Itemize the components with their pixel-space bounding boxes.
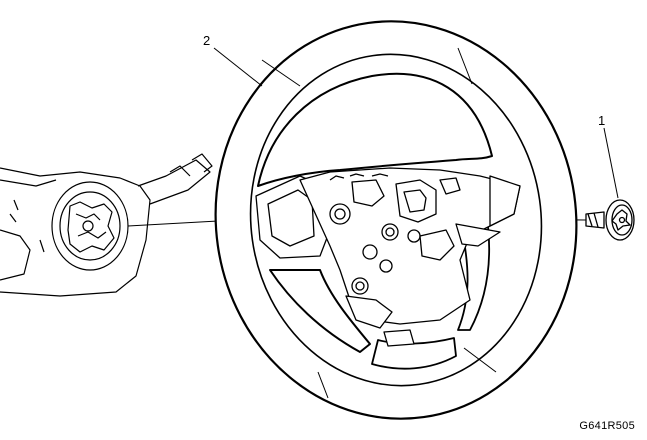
callout-steering-wheel: 2	[203, 33, 211, 48]
figure-code: G641R505	[579, 420, 635, 432]
callout-steering-wheel-bolt: 1	[598, 113, 606, 128]
callout-leaders	[213, 47, 619, 199]
steering-column-assembly	[0, 153, 213, 297]
steering-wheel-hub	[255, 167, 521, 347]
steering-wheel-bolt	[585, 199, 635, 241]
